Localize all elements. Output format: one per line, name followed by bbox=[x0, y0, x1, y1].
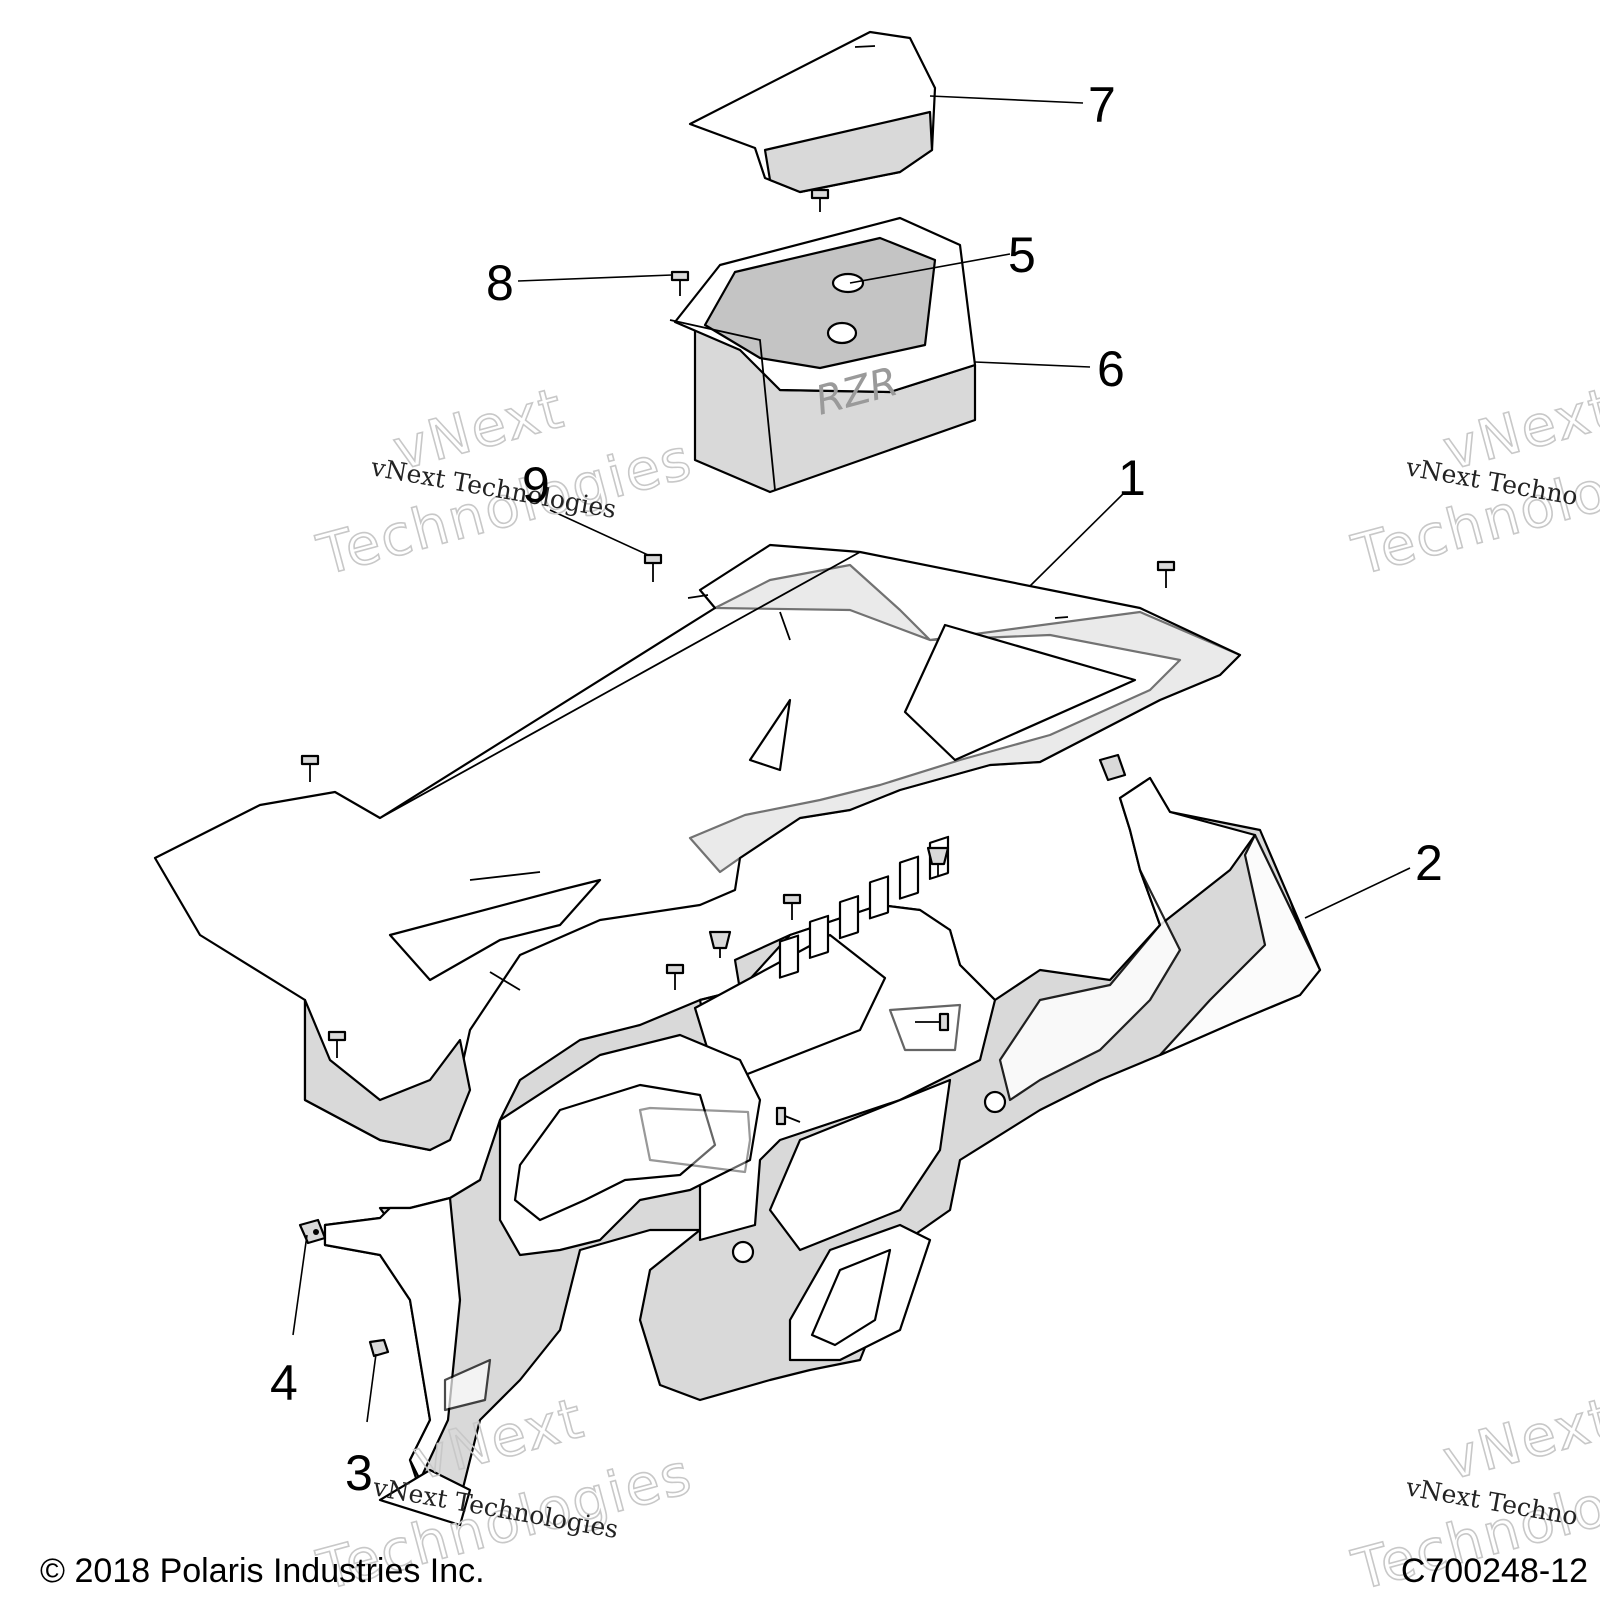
leader-8 bbox=[517, 274, 673, 282]
fasteners bbox=[298, 188, 1176, 1358]
callout-9: 9 bbox=[522, 457, 550, 513]
screw-side-2 bbox=[775, 1106, 801, 1126]
callout-7: 7 bbox=[1088, 77, 1116, 133]
clip-nut-right bbox=[1098, 753, 1127, 782]
screw-left bbox=[300, 754, 320, 782]
screw-right bbox=[1156, 560, 1176, 588]
callout-8: 8 bbox=[486, 255, 514, 311]
part-2-dashboard bbox=[323, 776, 1322, 1527]
screw-top bbox=[810, 188, 830, 212]
leader-1 bbox=[1029, 491, 1126, 587]
screw-mid-1 bbox=[782, 893, 802, 920]
callout-6: 6 bbox=[1097, 341, 1125, 397]
callouts: 7 5 8 6 9 1 2 4 3 bbox=[270, 77, 1443, 1501]
leader-lines bbox=[292, 95, 1411, 1423]
leader-4 bbox=[292, 1234, 308, 1336]
screw-low-left bbox=[327, 1030, 347, 1058]
clip-nut-4 bbox=[298, 1218, 327, 1245]
screw-8 bbox=[670, 270, 690, 296]
watermark-top-right: vNext Technologies vNext Techno bbox=[1345, 375, 1600, 590]
clip-push-1 bbox=[926, 846, 950, 876]
screw-9 bbox=[643, 553, 663, 582]
leader-6 bbox=[974, 361, 1091, 368]
watermark-top-left: vNext Technologies vNext Technologies bbox=[310, 375, 700, 590]
clip-push-2 bbox=[708, 930, 732, 958]
screw-mid-2 bbox=[665, 963, 685, 990]
screw-side-1 bbox=[915, 1012, 950, 1032]
leader-7 bbox=[929, 95, 1084, 104]
clip-3 bbox=[368, 1338, 390, 1358]
callout-4: 4 bbox=[270, 1355, 298, 1411]
leader-3 bbox=[366, 1353, 377, 1423]
watermark-brand-line1: vNext bbox=[1437, 1386, 1600, 1494]
diagram-code: C700248-12 bbox=[1400, 1552, 1588, 1590]
callout-3: 3 bbox=[345, 1445, 373, 1501]
part-6-glove-box-bin: RZR bbox=[669, 216, 977, 494]
copyright-notice: © 2018 Polaris Industries Inc. bbox=[40, 1552, 485, 1590]
leader-9 bbox=[549, 509, 649, 556]
leader-2 bbox=[1304, 867, 1411, 919]
part-7-glove-box-lid bbox=[688, 30, 937, 194]
part-1-dash-top-cover bbox=[153, 543, 1242, 1152]
callout-5: 5 bbox=[1008, 227, 1036, 283]
callout-1: 1 bbox=[1118, 450, 1146, 506]
callout-2: 2 bbox=[1415, 835, 1443, 891]
leader-5 bbox=[849, 253, 1011, 284]
